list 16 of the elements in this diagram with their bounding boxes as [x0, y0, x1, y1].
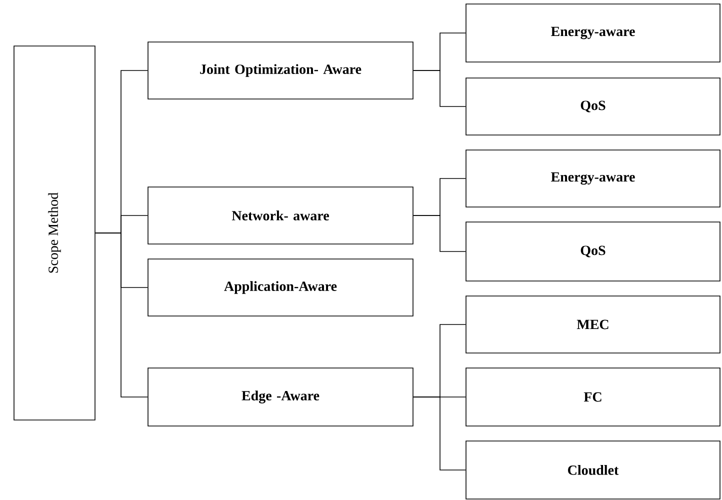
method-box: Joint Optimization- Aware [148, 42, 414, 100]
category-box: Scope Method [14, 46, 96, 420]
connector [413, 215, 466, 252]
method-box: Network- aware [148, 186, 414, 244]
method-box: Edge -Aware [148, 368, 414, 426]
method-box: QoS [466, 78, 720, 136]
method-box: Energy-aware [466, 4, 720, 62]
method-box: Application-Aware [148, 258, 414, 316]
method-box: MEC [466, 296, 720, 354]
method-box: Energy-aware [466, 150, 720, 208]
method-box: Cloudlet [466, 440, 720, 500]
connector [413, 70, 466, 107]
method-box: FC [466, 368, 720, 426]
connector [95, 232, 148, 398]
connector [413, 396, 466, 470]
method-box: QoS [466, 222, 720, 282]
